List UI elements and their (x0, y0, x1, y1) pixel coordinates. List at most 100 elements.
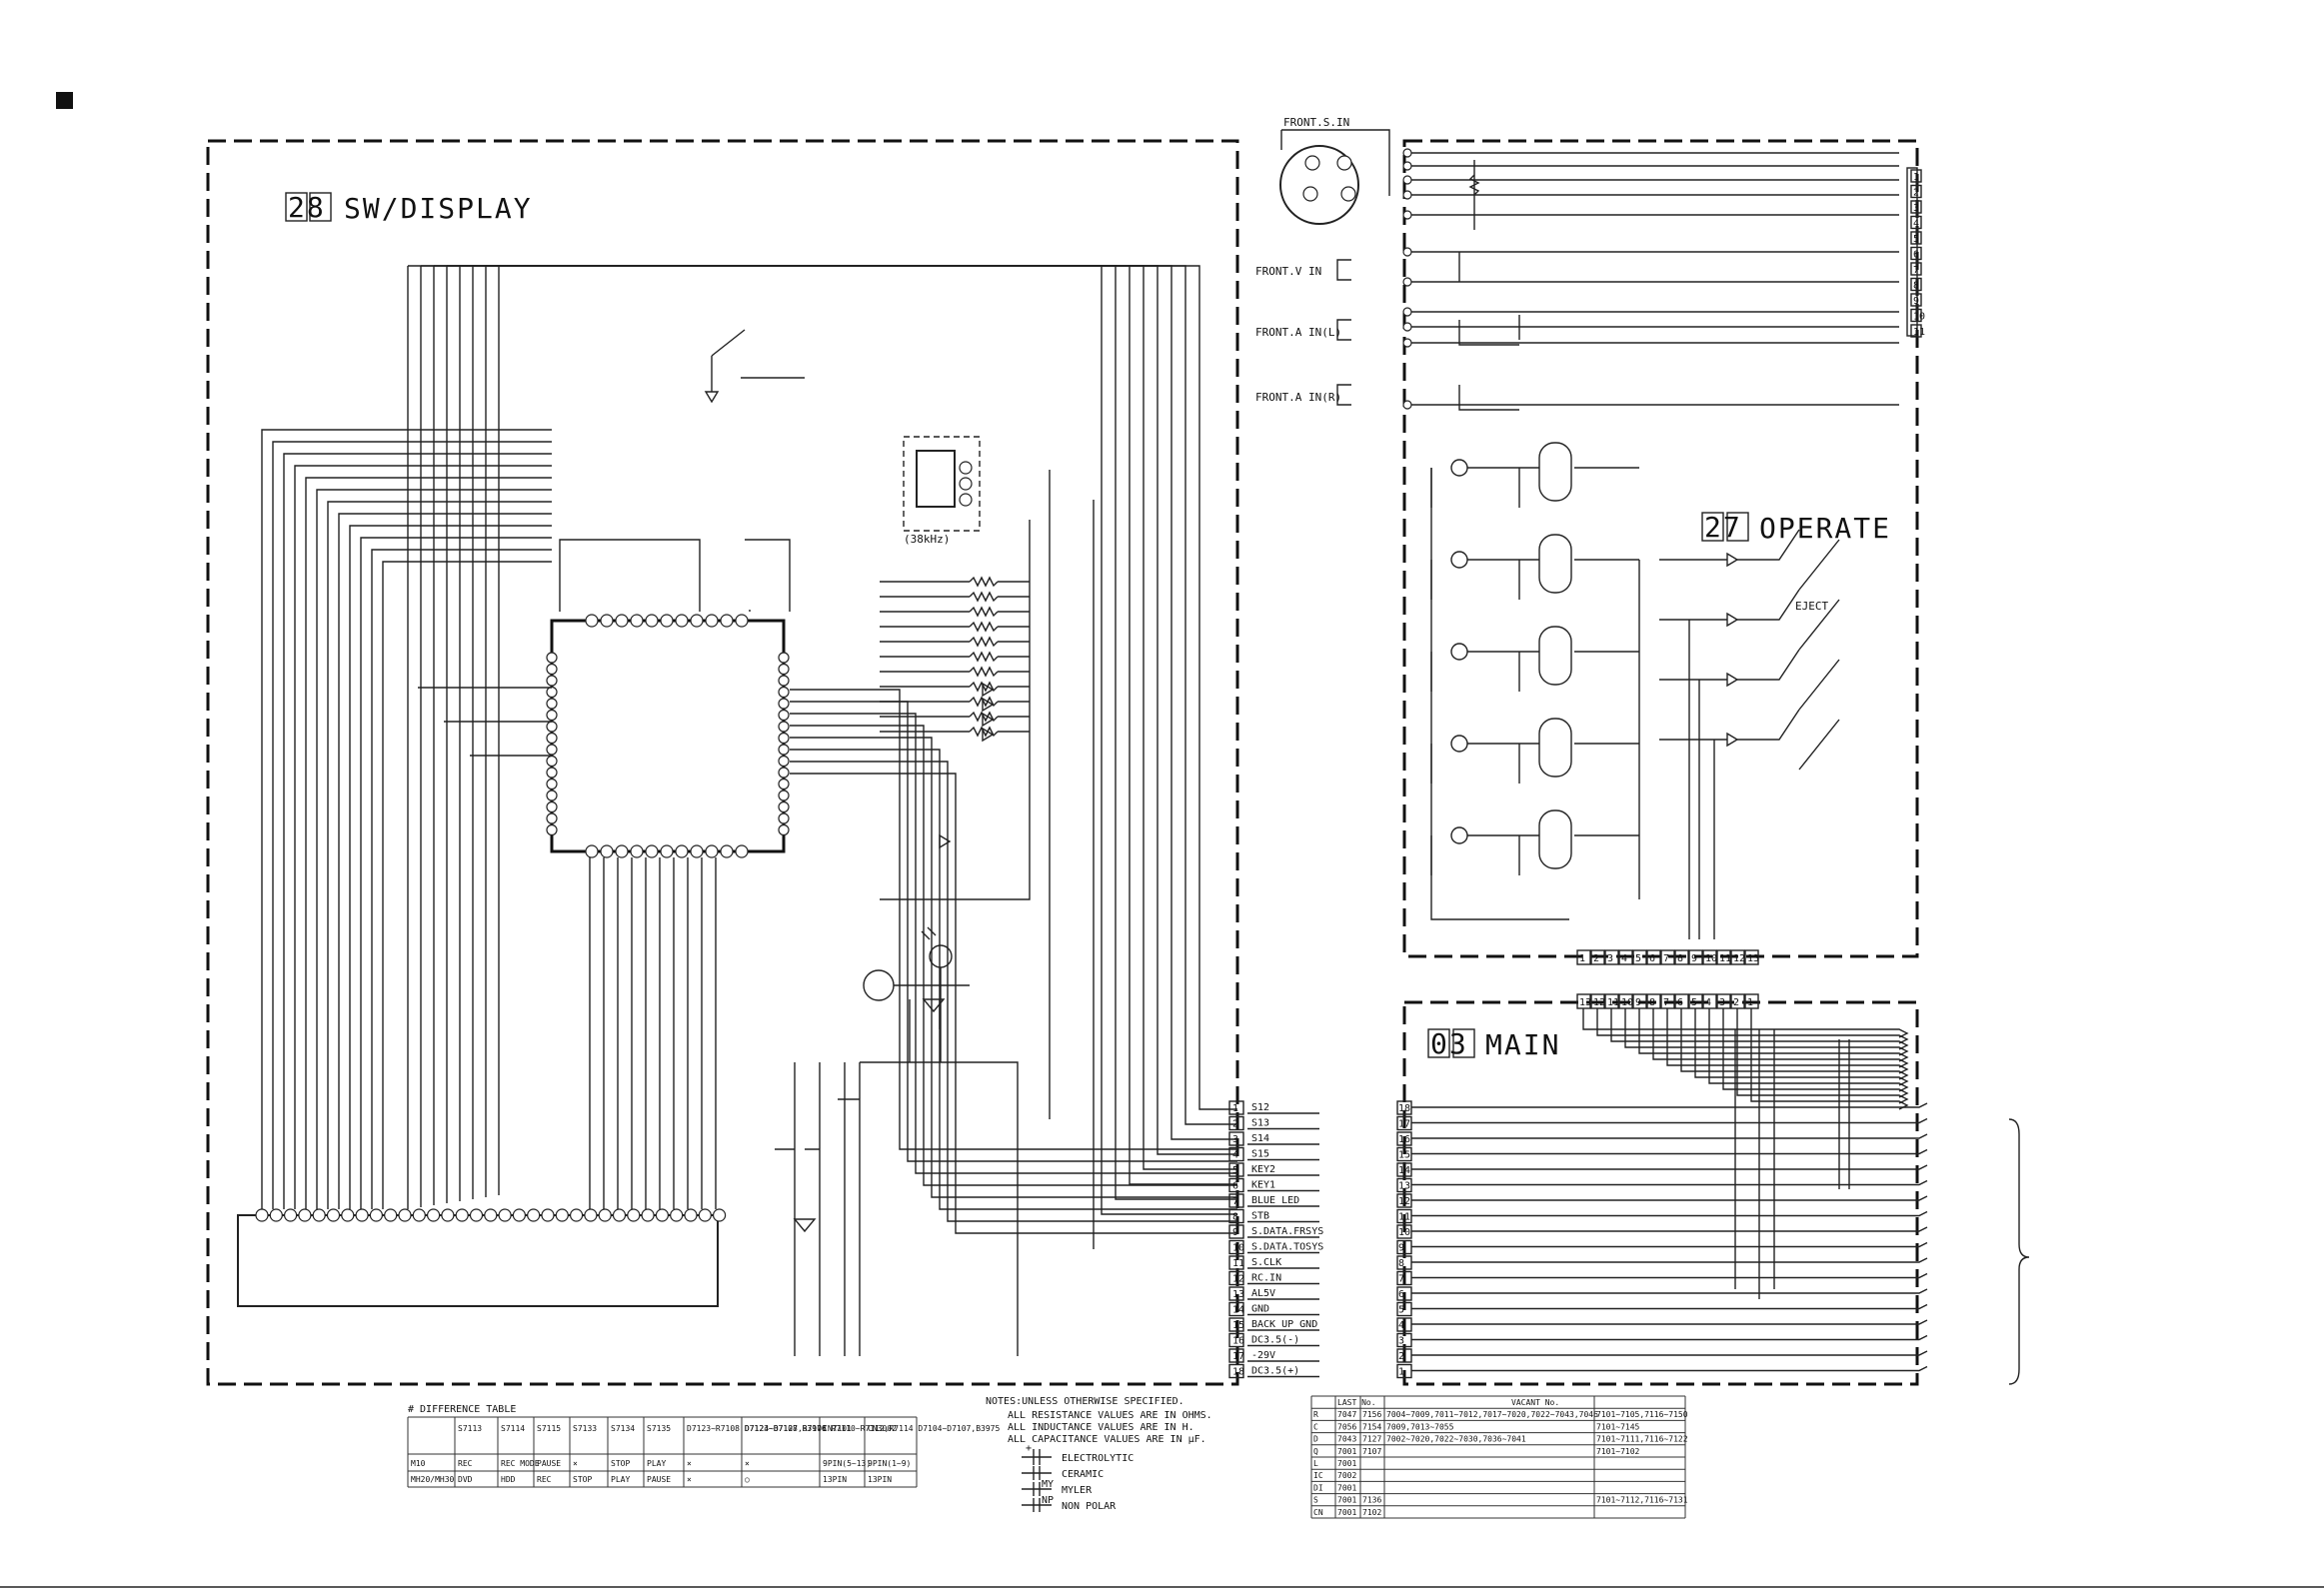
display-pin (326, 1208, 341, 1222)
diff-header: D7124~D7127,R7108 R7110~R7112,R7114 D710… (745, 1424, 1000, 1433)
myler-mark: MY (1042, 1479, 1054, 1490)
svg-text:1: 1 (1747, 997, 1753, 1008)
svg-text:18: 18 (1232, 1367, 1244, 1378)
display-module (237, 1214, 719, 1307)
conn18-pin-left (1228, 1224, 1244, 1239)
display-pin (341, 1208, 355, 1222)
diff-cell: PLAY (611, 1475, 630, 1484)
diff-header: S7113 (458, 1424, 482, 1433)
ic-pin (546, 652, 558, 664)
ic-pin (778, 755, 790, 768)
diff-cell: 13PIN (823, 1475, 847, 1484)
svg-text:3: 3 (1719, 997, 1725, 1008)
av-pin (1910, 246, 1922, 261)
ic-pin (546, 675, 558, 687)
connector-signal-name: S12 (1251, 1102, 1269, 1113)
av-pin (1910, 200, 1922, 214)
operate-boundary (1402, 139, 1919, 958)
svg-text:1: 1 (1232, 1103, 1238, 1114)
vacant-cell: 7001 (1337, 1447, 1356, 1456)
ic-pin (546, 709, 558, 722)
conn-pin (1674, 949, 1689, 965)
ic-pin (778, 663, 790, 676)
difference-table-title: # DIFFERENCE TABLE (408, 1404, 516, 1415)
ic-pin (735, 844, 749, 858)
ic-pin (546, 823, 558, 836)
vacant-cell: R (1313, 1410, 1318, 1419)
ic-pin (720, 614, 734, 628)
operate-label: OPERATE (1759, 512, 1891, 545)
svg-text:2: 2 (1913, 188, 1919, 199)
connector-signal-name: DC3.5(-) (1251, 1335, 1299, 1346)
av-pin (1910, 169, 1922, 183)
eject-label: EJECT (1795, 600, 1828, 613)
vacant-cell: 7043 (1337, 1435, 1356, 1444)
svg-text:11: 11 (1913, 327, 1925, 338)
ic-pin (546, 767, 558, 779)
ic-pin (690, 614, 704, 628)
av-pin (1910, 293, 1922, 307)
conn-pin (1716, 949, 1731, 965)
display-pin (455, 1208, 469, 1222)
front-a-in-r-label: FRONT.A IN(R) (1255, 391, 1341, 404)
svg-text:6: 6 (1232, 1181, 1238, 1192)
svg-text:11: 11 (1232, 1258, 1244, 1269)
ic-pin (778, 652, 790, 664)
ic-pin (690, 844, 704, 858)
svg-text:6: 6 (1649, 953, 1655, 964)
svg-text:10: 10 (1398, 1227, 1410, 1238)
av-pin (1910, 324, 1922, 338)
svg-text:8: 8 (1913, 281, 1919, 292)
conn18-pin-left (1228, 1146, 1244, 1162)
note-line-2: ALL INDUCTANCE VALUES ARE IN H. (1008, 1422, 1194, 1433)
svg-text:12: 12 (1232, 1274, 1244, 1285)
connector-signal-name: KEY2 (1251, 1164, 1275, 1175)
diff-cell: × (745, 1459, 750, 1468)
diff-cell: 13PIN (868, 1475, 892, 1484)
svg-text:14: 14 (1398, 1165, 1410, 1176)
diff-cell: MH20/MH30 (411, 1475, 455, 1484)
ic-pin (546, 721, 558, 733)
vacant-cell: 7154 (1362, 1422, 1381, 1431)
operate-title: 27 OPERATE (1701, 511, 1891, 545)
ic-pin (546, 800, 558, 813)
svg-text:13: 13 (1747, 953, 1759, 964)
jack-wires (1402, 148, 1899, 411)
led-diode (982, 682, 995, 698)
front-s-in-label: FRONT.S.IN (1283, 116, 1349, 129)
av-pin (1910, 231, 1922, 245)
legend-non-polar: NON POLAR (1062, 1501, 1117, 1512)
svg-text:15: 15 (1398, 1150, 1410, 1161)
svg-text:8: 8 (1649, 997, 1655, 1008)
front-a-in-l-label: FRONT.A IN(L) (1255, 326, 1341, 339)
connector-signal-name: GND (1251, 1304, 1269, 1315)
diff-cell: REC (458, 1459, 473, 1468)
svg-text:12: 12 (1398, 1196, 1410, 1207)
ic-pin (630, 844, 644, 858)
svg-text:7: 7 (1663, 953, 1669, 964)
ic-pin (546, 790, 558, 801)
supply-caps (775, 1062, 861, 1356)
transistor (863, 969, 895, 1001)
diff-header: S7115 (537, 1424, 561, 1433)
connector-signal-name: STB (1251, 1211, 1269, 1222)
diff-header: S7114 (501, 1424, 525, 1433)
conn18-pin-left (1228, 1115, 1244, 1131)
display-pin (584, 1208, 598, 1222)
vacant-cell: CN (1313, 1508, 1323, 1517)
svg-text:3: 3 (1232, 1134, 1238, 1145)
display-pin (627, 1208, 641, 1222)
svg-text:9: 9 (1635, 997, 1641, 1008)
key-diode (1726, 732, 1739, 748)
diff-cell: PAUSE (647, 1475, 671, 1484)
svg-text:6: 6 (1398, 1289, 1404, 1300)
svg-text:10: 10 (1705, 953, 1717, 964)
ic-pin (778, 790, 790, 801)
ic-pin (778, 767, 790, 779)
vacant-cell: 7047 (1337, 1410, 1356, 1419)
svg-text:9: 9 (1913, 296, 1919, 307)
display-pin (555, 1208, 569, 1222)
conn-pin (1604, 949, 1619, 965)
display-pin (312, 1208, 326, 1222)
conn-pin (1646, 949, 1661, 965)
